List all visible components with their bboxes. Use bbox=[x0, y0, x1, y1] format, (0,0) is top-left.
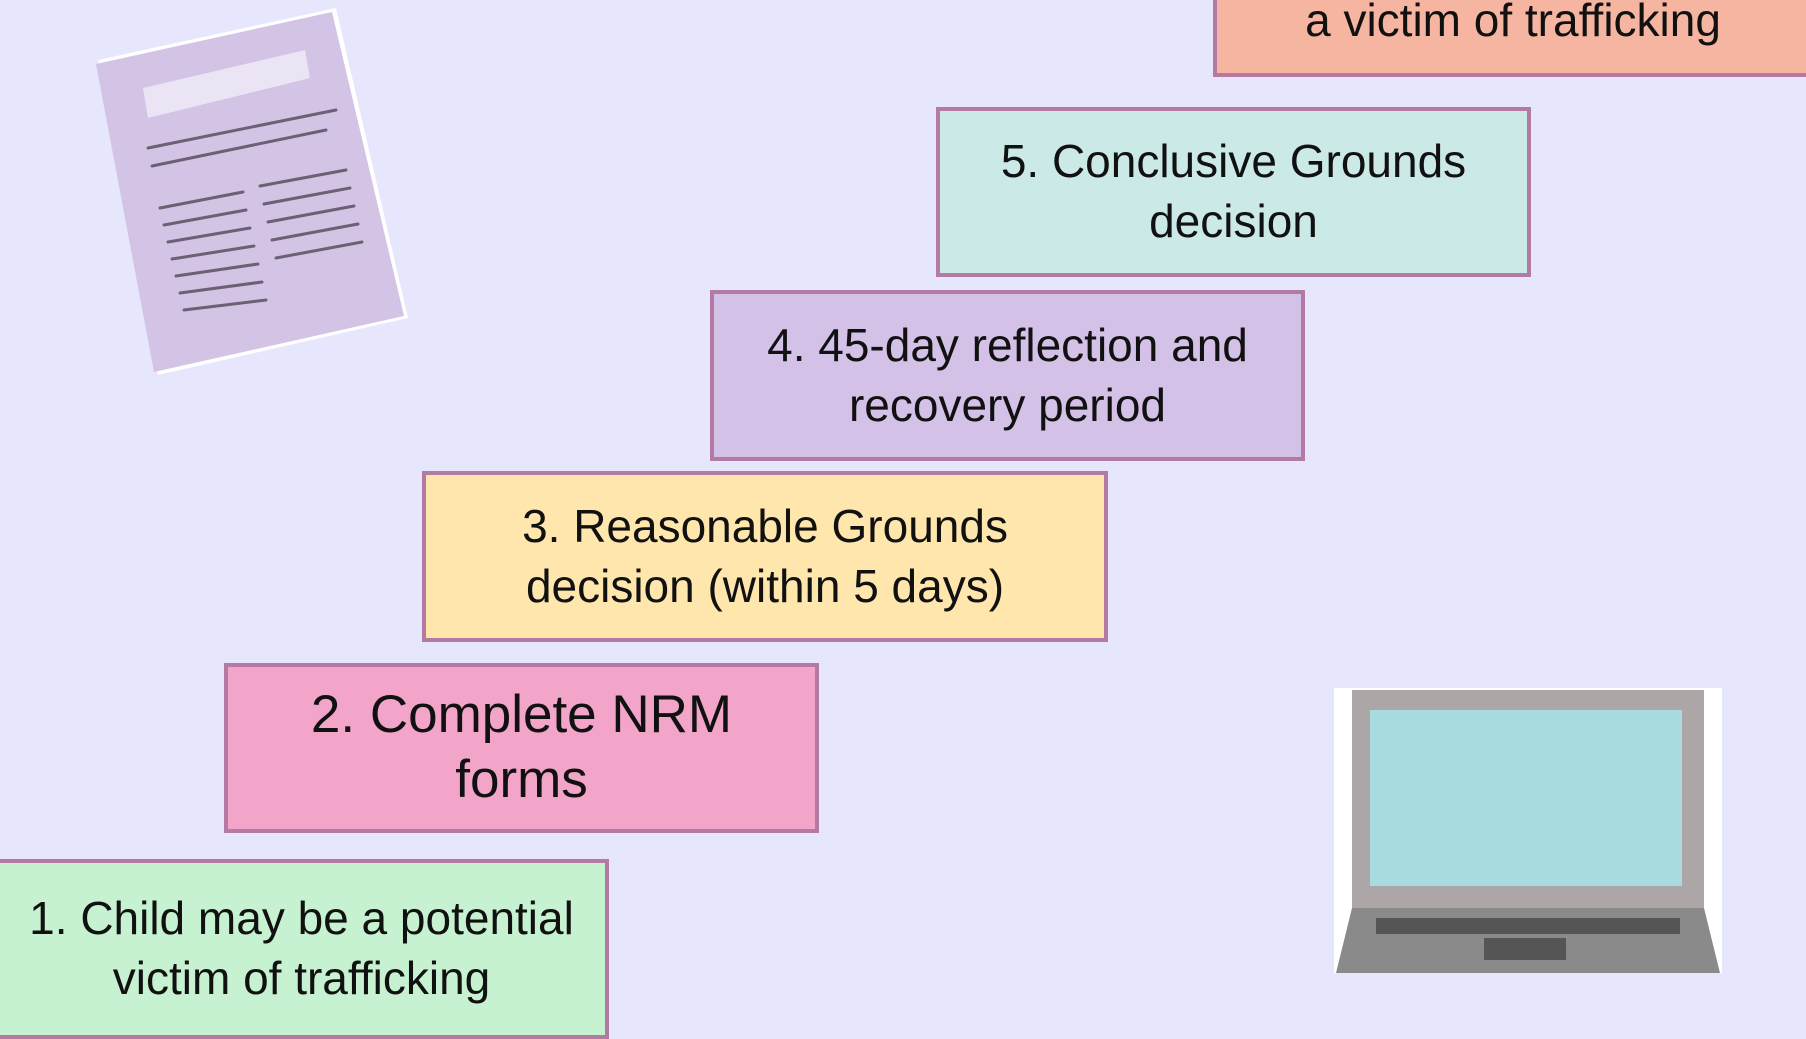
step-1-box: 1. Child may be a potential victim of tr… bbox=[0, 859, 609, 1039]
step-3-line-2: decision (within 5 days) bbox=[525, 559, 1005, 612]
step-4-line-2: recovery period bbox=[848, 378, 1167, 431]
step-4-box: 4. 45-day reflection and recovery period bbox=[710, 290, 1305, 461]
step-4-line-1: 4. 45-day reflection and bbox=[767, 318, 1248, 371]
step-6-line-1: a victim of trafficking bbox=[1305, 0, 1721, 47]
step-2-box: 2. Complete NRM forms bbox=[224, 663, 819, 833]
document-icon bbox=[96, 8, 408, 375]
step-3-line-1: 3. Reasonable Grounds bbox=[522, 499, 1008, 552]
step-1-line-1: 1. Child may be a potential bbox=[29, 892, 574, 945]
step-1-line-2: victim of trafficking bbox=[112, 952, 491, 1004]
step-2-line-1: 2. Complete NRM bbox=[310, 685, 733, 745]
laptop-icon bbox=[1334, 688, 1722, 973]
step-5-box: 5. Conclusive Grounds decision bbox=[936, 107, 1531, 277]
step-2-line-2: forms bbox=[455, 750, 588, 809]
step-6-box: a victim of trafficking bbox=[1213, 0, 1806, 77]
step-5-line-1: 5. Conclusive Grounds bbox=[1000, 135, 1467, 188]
step-3-box: 3. Reasonable Grounds decision (within 5… bbox=[422, 471, 1108, 642]
step-5-line-2: decision bbox=[1149, 195, 1318, 247]
